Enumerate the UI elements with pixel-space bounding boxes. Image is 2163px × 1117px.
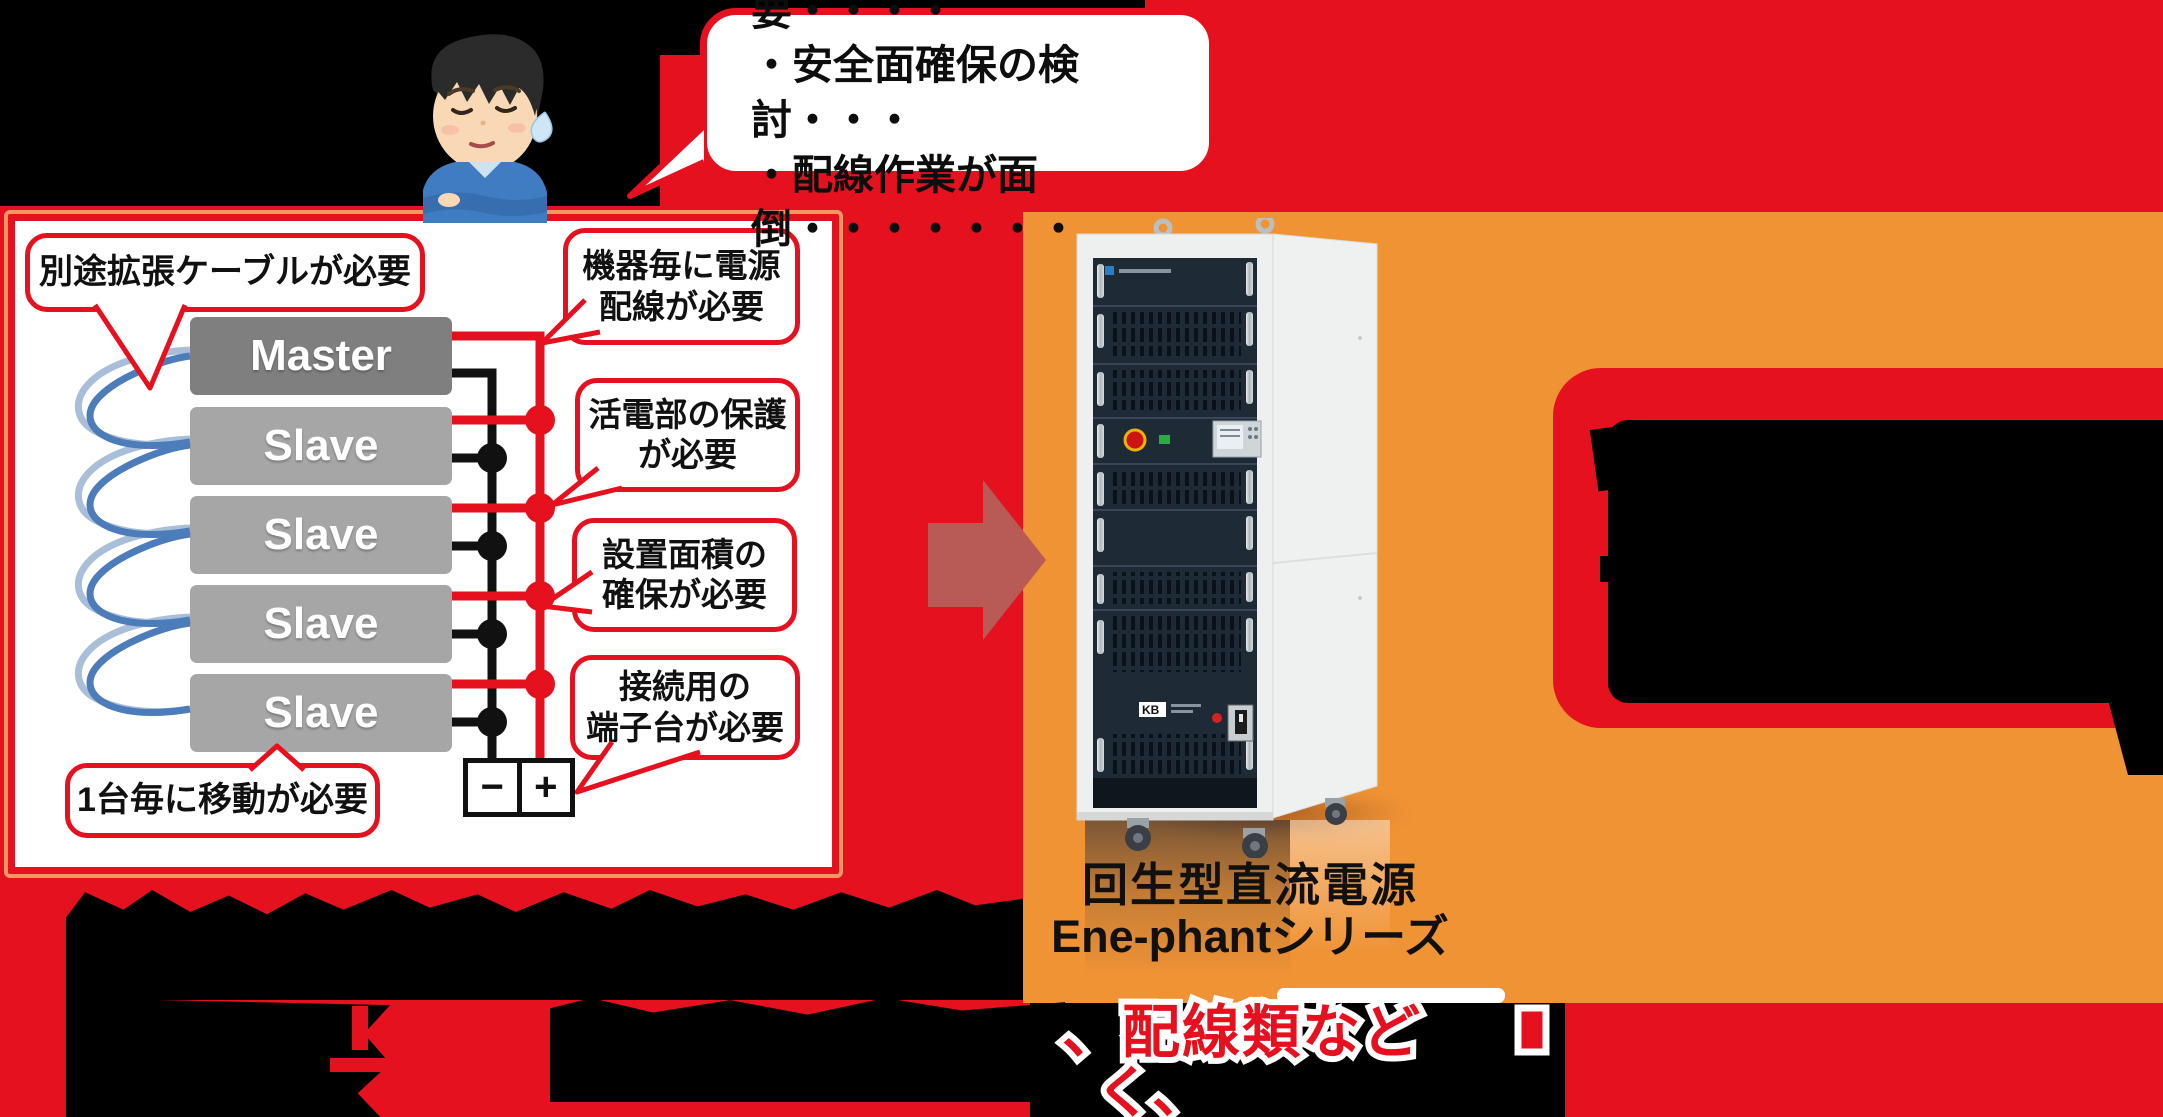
red-stroke-fragment — [352, 1006, 368, 1050]
concern-line: ・システムラックが必要・・・・ — [751, 0, 956, 34]
red-stroke-fragment — [470, 1044, 486, 1074]
red-stroke-fragment — [436, 1002, 450, 1052]
callout-move-each-unit: 1台毎に移動が必要 — [65, 763, 380, 838]
callout-text: 接続用の — [619, 668, 751, 706]
red-indicator-led — [1212, 713, 1222, 723]
master-box: Master — [190, 317, 452, 395]
red-stroke-fragment — [330, 1058, 390, 1072]
callout-text: 端子台が必要 — [586, 708, 784, 746]
rack-brand-logo: KB — [1142, 703, 1160, 717]
knockout-text-blob-d — [1030, 1003, 1565, 1117]
slave-box: Slave — [190, 585, 452, 663]
bubble-black-interior — [1608, 420, 2163, 703]
knockout-text-blob-b — [66, 998, 390, 1117]
callout-text: が必要 — [638, 436, 737, 473]
person-closed-eyes — [451, 106, 517, 115]
person-collar — [469, 162, 501, 178]
emergency-stop-button — [1123, 428, 1147, 452]
worried-person-illustration — [423, 34, 553, 223]
slave-box: Slave — [190, 407, 452, 485]
callout-text: 1台毎に移動が必要 — [77, 780, 368, 819]
bubble-tail — [2108, 700, 2163, 775]
terminal-plus: + — [516, 763, 571, 812]
rack-cabinet: KB — [1076, 218, 1378, 858]
callout-text: 活電部の保護 — [588, 395, 787, 433]
control-display — [1212, 420, 1262, 458]
callout-text: 機器毎に電源 — [582, 247, 781, 285]
callout-floor-space: 設置面積の 確保が必要 — [572, 518, 797, 632]
bottom-red-text-2: く、 — [1096, 1061, 1208, 1117]
green-power-button — [1159, 435, 1170, 444]
outline-merge-band — [1277, 988, 1505, 1003]
module-handles — [1097, 262, 1253, 772]
product-name-jp: 回生型直流電源 — [1082, 859, 1418, 911]
concern-line: ・安全面確保の検討・・・ — [751, 42, 1079, 143]
callout-extension-cable: 別途拡張ケーブルが必要 — [25, 233, 425, 312]
knockout-glyph-fragments — [1589, 421, 1789, 630]
callout-live-parts: 活電部の保護 が必要 — [575, 378, 800, 492]
callout-text: 確保が必要 — [602, 576, 767, 613]
sweat-drop-icon — [530, 111, 553, 143]
lifting-eye-icon — [1255, 218, 1275, 234]
thought-bubble-tail — [627, 123, 707, 199]
slave-box: Slave — [190, 496, 452, 574]
rack-reflection-side — [1290, 820, 1390, 985]
slave-box: Slave — [190, 674, 452, 752]
callout-text: 別途拡張ケーブルが必要 — [39, 252, 411, 291]
callout-text: 設置面積の — [602, 535, 767, 573]
concern-line: ・配線作業が面倒・・・・・・・ — [751, 151, 1079, 253]
right-arrow-shape — [928, 480, 1046, 640]
person-eyebrows — [447, 85, 521, 96]
product-series-name: Ene-phantシリーズ — [1051, 910, 1449, 962]
red-stroke-fragment — [468, 1022, 512, 1034]
callout-power-wiring: 機器毎に電源 配線が必要 — [563, 228, 800, 345]
terminal-minus: − — [480, 765, 504, 809]
person-mouth — [469, 141, 495, 149]
bottom-red-text: 、配線類など — [1062, 1000, 1422, 1065]
terminal-block: − + — [463, 758, 575, 817]
casters — [1125, 798, 1347, 858]
knockout-text-blob-c — [550, 998, 1065, 1102]
knockout-text-blob-a — [66, 890, 1023, 1000]
thought-bubble: ・システムラックが必要・・・・ ・安全面確保の検討・・・ ・配線作業が面倒・・・… — [700, 0, 1216, 252]
breaker-switch — [1227, 704, 1254, 742]
red-stroke-fragment — [394, 1014, 428, 1026]
product-label: 回生型直流電源 Ene-phantシリーズ — [1040, 859, 1460, 962]
callout-text: 配線が必要 — [599, 287, 764, 325]
